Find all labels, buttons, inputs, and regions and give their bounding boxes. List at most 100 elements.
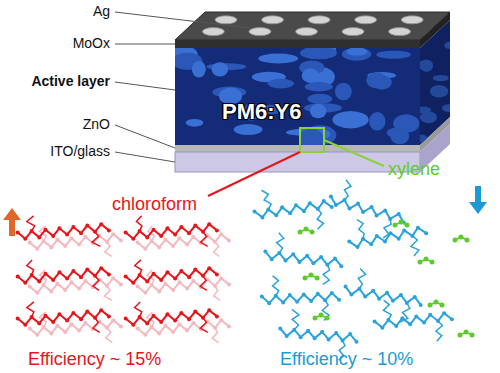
xylene-atom [458,333,463,338]
side-chain [93,318,100,333]
atom [69,236,73,240]
atom [111,318,115,322]
side-chain [27,260,34,275]
atom [309,299,313,303]
atom [157,289,161,293]
atom [65,319,69,323]
domain [310,104,327,119]
atom [136,241,140,245]
molecule-backbone [331,197,404,223]
atom [266,207,270,211]
atom [30,229,34,233]
atom [334,203,338,207]
side-chain [135,260,142,275]
molecule-backbone [346,287,421,305]
molecule-backbone [280,329,356,342]
atom [201,230,205,234]
atom [56,282,60,286]
atom [105,284,109,288]
top-face [175,12,450,40]
atom [35,291,39,295]
side-chain [104,286,112,301]
atom [177,322,181,326]
ag-pad [389,28,411,36]
atom [173,233,177,237]
atom [363,295,367,299]
molecule-backbone [138,320,229,335]
xylene-atom [298,230,303,235]
atom [28,327,32,331]
domain [369,112,385,131]
atom [23,323,27,327]
atom [171,288,175,292]
xylene-atom [399,220,404,225]
atom [157,245,161,249]
atom [339,264,343,268]
side-chain [27,302,34,317]
atom [330,205,334,209]
molecule-backbone [138,278,229,293]
atom [201,274,205,278]
atom [193,224,197,228]
xylene-atom [405,223,410,228]
atom [150,239,154,243]
atom [16,275,20,279]
xylene-atom [453,238,458,243]
xylene-atom [459,235,464,240]
atom [341,339,345,343]
atom [288,211,292,215]
atom [388,217,392,221]
domain [268,79,294,89]
layer-label: Active layer [31,74,110,89]
atom [56,324,60,328]
atom [77,287,81,291]
domain [433,75,449,81]
atom [370,205,374,209]
atom [414,314,418,318]
ag-pad [355,16,377,24]
domain [418,60,429,69]
atom [44,314,48,318]
atom [152,314,156,318]
atom [323,298,327,302]
down-arrow [469,186,487,214]
atom [85,224,89,228]
atom [299,335,303,339]
domain [442,104,457,112]
xylene-packing [252,180,474,360]
atom [330,291,334,295]
atom [281,300,285,304]
side-chain [200,276,207,291]
atom [71,311,75,315]
atom [274,294,278,298]
atom [131,323,135,327]
active-layer [175,48,420,145]
side-chain [322,300,329,320]
atom [193,310,197,314]
atom [361,237,365,241]
ag-electrodes [202,16,423,36]
atom [65,277,69,281]
atom [131,281,135,285]
side-chain [261,190,271,209]
ag-pad [202,28,224,36]
side-chain [214,242,220,257]
atom [284,259,288,263]
domain [258,54,298,64]
atom [227,324,231,328]
xylene-atom [424,257,429,262]
atom [77,243,81,247]
atom [57,226,61,230]
molecule-backbone [18,224,109,239]
atom [436,319,440,323]
atom [164,238,168,242]
atom [187,275,191,279]
molecule-backbone [126,268,217,283]
layer-label: ZnO [83,117,110,132]
atom [179,311,183,315]
domain [305,48,328,58]
side-chain [357,220,364,239]
atom [185,287,189,291]
atom [165,312,169,316]
atom [278,327,282,331]
